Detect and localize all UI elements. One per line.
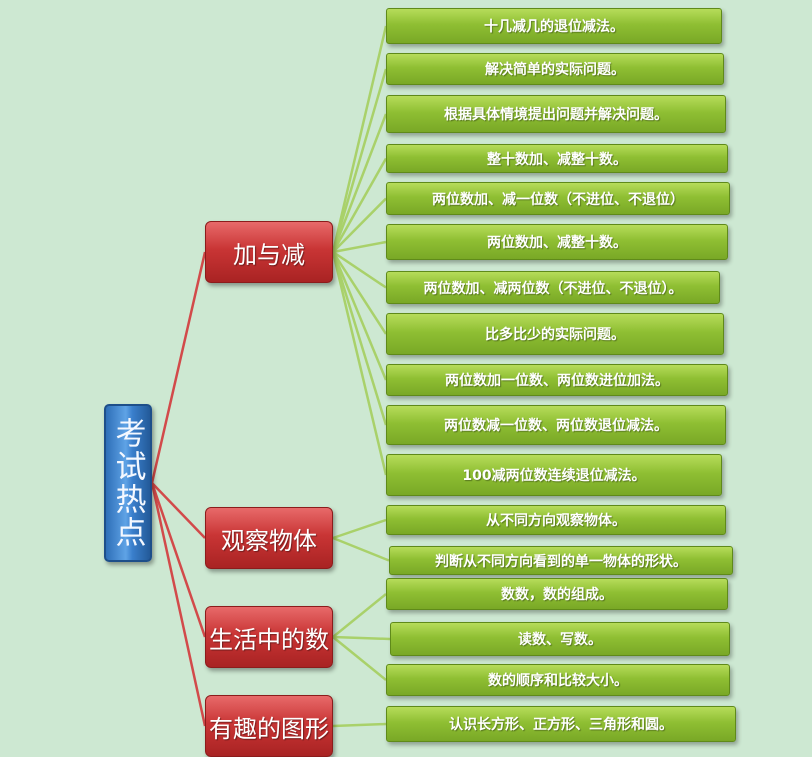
leaf-node[interactable]: 整十数加、减整十数。 xyxy=(386,144,728,173)
leaf-connector xyxy=(331,157,388,253)
leaf-connector xyxy=(331,251,388,476)
leaf-connector xyxy=(331,251,388,335)
category-node-numbers-in-life[interactable]: 生活中的数 xyxy=(205,606,333,668)
root-connector xyxy=(151,482,206,539)
category-node-observing-objects[interactable]: 观察物体 xyxy=(205,507,333,569)
root-connector xyxy=(150,482,207,638)
leaf-node[interactable]: 比多比少的实际问题。 xyxy=(386,313,724,355)
leaf-node[interactable]: 读数、写数。 xyxy=(390,622,730,656)
category-node-addition-subtraction[interactable]: 加与减 xyxy=(205,221,333,283)
leaf-node[interactable]: 100减两位数连续退位减法。 xyxy=(386,454,722,496)
category-node-fun-shapes[interactable]: 有趣的图形 xyxy=(205,695,333,757)
root-node[interactable]: 考试热点 xyxy=(104,404,152,562)
leaf-node[interactable]: 两位数加、减一位数（不进位、不退位） xyxy=(386,182,730,215)
leaf-node[interactable]: 从不同方向观察物体。 xyxy=(386,505,726,535)
leaf-connector xyxy=(332,635,391,641)
leaf-connector xyxy=(332,593,387,638)
leaf-connector xyxy=(332,722,387,728)
leaf-connector xyxy=(331,25,388,253)
leaf-node[interactable]: 两位数加一位数、两位数进位加法。 xyxy=(386,364,728,396)
leaf-node[interactable]: 解决简单的实际问题。 xyxy=(386,53,724,85)
root-connector xyxy=(150,482,207,727)
leaf-node[interactable]: 认识长方形、正方形、三角形和圆。 xyxy=(386,706,736,742)
leaf-node[interactable]: 数数，数的组成。 xyxy=(386,578,728,610)
leaf-connector xyxy=(331,68,388,253)
root-connector xyxy=(150,251,207,484)
leaf-node[interactable]: 判断从不同方向看到的单一物体的形状。 xyxy=(389,546,733,575)
leaf-connector xyxy=(331,113,388,253)
leaf-node[interactable]: 数的顺序和比较大小。 xyxy=(386,664,730,696)
leaf-node[interactable]: 两位数加、减两位数（不进位、不退位）。 xyxy=(386,271,720,304)
leaf-node[interactable]: 根据具体情境提出问题并解决问题。 xyxy=(386,95,726,133)
leaf-connector xyxy=(332,250,387,289)
leaf-connector xyxy=(332,536,390,562)
leaf-connector xyxy=(332,636,387,681)
leaf-connector xyxy=(332,240,387,254)
leaf-node[interactable]: 十几减几的退位减法。 xyxy=(386,8,722,44)
leaf-node[interactable]: 两位数减一位数、两位数退位减法。 xyxy=(386,405,726,445)
leaf-connector xyxy=(331,251,388,381)
leaf-connector xyxy=(332,197,387,253)
leaf-connector xyxy=(332,518,387,540)
leaf-connector xyxy=(331,251,388,426)
leaf-node[interactable]: 两位数加、减整十数。 xyxy=(386,224,728,260)
